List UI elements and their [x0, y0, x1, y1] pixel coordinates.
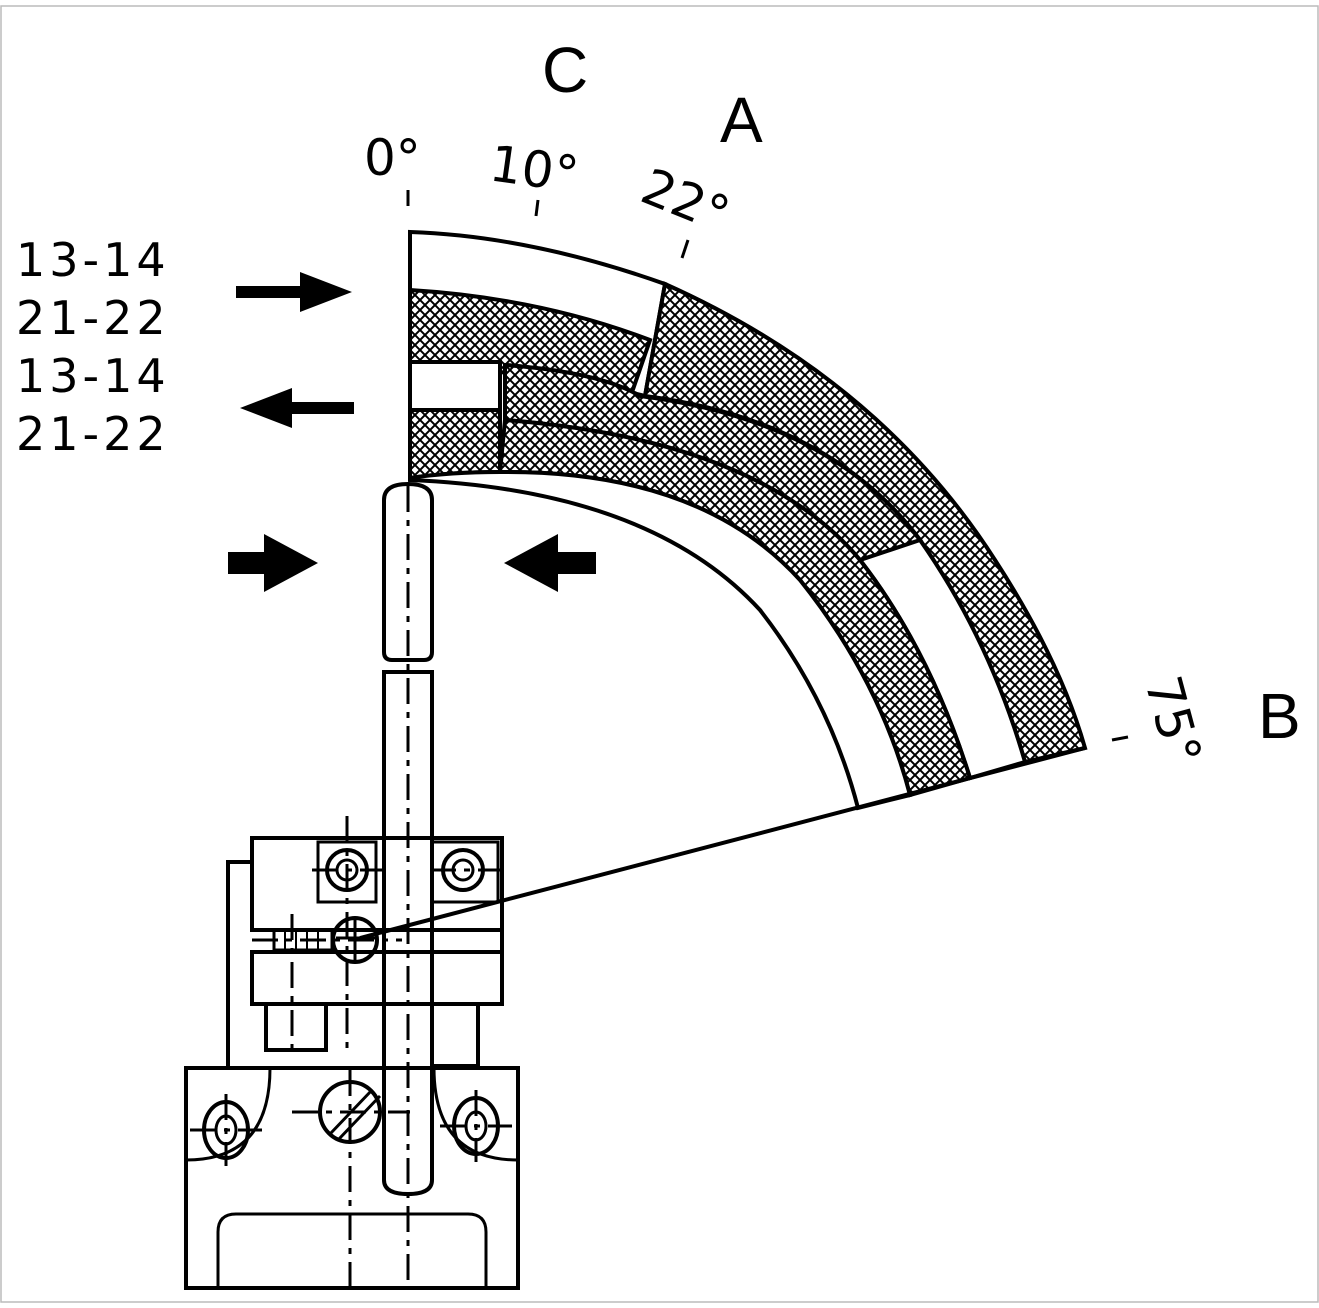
tick-22 [680, 239, 690, 259]
arrow-left-force [504, 534, 596, 592]
tick-75 [1111, 735, 1129, 742]
angle-label-10: 10° [486, 134, 582, 204]
bracket-clamp [430, 1002, 480, 1068]
body-left-lobe [185, 1066, 272, 1162]
angle-label-0: 0° [364, 129, 421, 187]
body-right-lobe [432, 1066, 519, 1162]
arrow-left-contacts [240, 388, 354, 428]
head-bracket [226, 816, 504, 1068]
screw-housing-right [430, 840, 500, 904]
bracket-mid-block [250, 950, 504, 1006]
position-label-a: A [720, 84, 763, 156]
position-label-b: B [1258, 680, 1301, 752]
angle-label-22: 22° [634, 157, 738, 244]
contact-upper-line2: 21-22 [16, 291, 170, 345]
position-label-c: C [542, 34, 588, 106]
angle-ticks [406, 190, 1129, 742]
bracket-nut [264, 1002, 328, 1052]
band-notch-white [408, 360, 502, 412]
bracket-left-edge [226, 860, 252, 1068]
band-inner-white [408, 469, 913, 811]
body-bottom-cavity [216, 1212, 488, 1288]
actuation-sector [359, 229, 1088, 940]
contact-lower-line2: 21-22 [16, 407, 170, 461]
frame-border [0, 5, 1319, 1303]
bracket-top-block [250, 836, 504, 932]
angle-label-75: 75° [1133, 670, 1212, 771]
cover-slot-b [336, 1094, 382, 1142]
contact-upper-line1: 13-14 [16, 233, 170, 287]
tick-10 [534, 199, 540, 217]
body-outline [184, 1066, 520, 1290]
rod-tip [382, 481, 434, 662]
sector-radial-75 [359, 746, 1086, 940]
contact-lower-line1: 13-14 [16, 349, 170, 403]
arrow-right-contacts [236, 272, 352, 312]
arrow-right-force [228, 534, 318, 592]
switch-body [184, 1066, 520, 1290]
lever-rod [382, 481, 434, 1290]
band-lower-hatched [408, 408, 502, 481]
